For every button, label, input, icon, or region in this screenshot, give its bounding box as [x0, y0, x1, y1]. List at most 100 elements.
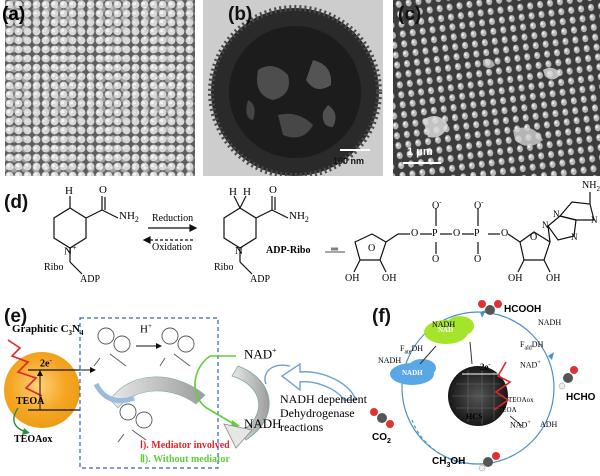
fatedh-text: F: [400, 344, 405, 353]
panel-label-b: (b): [228, 4, 253, 25]
n-plus-left: N+: [64, 243, 76, 258]
sem-image-a: [5, 0, 195, 176]
p-2: P: [474, 228, 480, 239]
nad-right-label: NAD+: [520, 360, 541, 370]
nh2-adenine-sub: 2: [596, 185, 600, 193]
nad-right-text: NAD: [520, 360, 538, 370]
minus-sign-1: -: [439, 198, 442, 206]
ribo-right: Ribo: [214, 262, 234, 273]
o-double-1: O: [432, 254, 440, 265]
adh-label: ADH: [540, 420, 558, 429]
dependent-line3: reactions: [280, 420, 324, 434]
panel-label-a: (a): [2, 4, 26, 25]
dehydrogenase-text: NADH dependent Dehydrogenase reactions: [280, 392, 367, 434]
nh2-adenine-text: NH: [582, 180, 597, 191]
o-right: O: [269, 184, 277, 196]
nadh-label-e: NADH: [244, 416, 282, 431]
co2-sub: 2: [387, 438, 391, 445]
nh2-left: NH2: [119, 210, 139, 224]
nadh-label-left: NADH: [378, 356, 402, 365]
nad-right-sign: +: [537, 360, 541, 366]
graphitic-text: Graphitic C: [12, 323, 69, 335]
fatedh-sub: ate: [404, 349, 412, 356]
h-atom-right-1: H: [229, 186, 237, 198]
reduction-label: Reduction: [152, 213, 194, 224]
p-1: P: [432, 228, 438, 239]
teoa-label-e: TEOA: [16, 396, 45, 407]
o-bridge-2: O: [453, 228, 461, 239]
fatedh-tail: DH: [411, 344, 424, 353]
panel-f-diagram: [370, 300, 578, 472]
nad-reaction-scheme: [53, 192, 595, 275]
o-minus-2-text: O: [474, 200, 482, 212]
graphitic-n: N: [72, 323, 80, 335]
light-zigzag: [7, 339, 43, 397]
scale-bar-label-b: 100 nm: [333, 156, 365, 166]
nadh-label-tr: NADH: [538, 318, 562, 327]
faldh-label: FaldDH: [520, 340, 543, 352]
without-mediator-label: Ⅱ). Without mediator: [140, 454, 230, 465]
h-plus-text: H: [140, 323, 148, 336]
o-bridge-1: O: [411, 228, 419, 239]
hcho-label: HCHO: [566, 392, 596, 403]
graphitic-sub-3: 3: [68, 329, 73, 338]
nad-right2-sign: +: [527, 420, 531, 426]
adp-left: ADP: [80, 274, 101, 285]
electrons-label-e: 2e-: [40, 356, 52, 369]
electrons-f-text: 2e: [480, 362, 489, 372]
electrons-label-f: 2e-: [480, 362, 491, 372]
teoaox-label-e: TEOAox: [14, 434, 53, 445]
co2-text: CO: [372, 432, 387, 443]
o-bridge-3: O: [501, 228, 509, 239]
nad-plus-e-text: NAD: [244, 346, 273, 362]
fatedh-label: FateDH: [400, 344, 423, 356]
dependent-line1: NADH dependent: [280, 392, 367, 406]
n-right: N: [235, 245, 243, 257]
hcooh-label: HCOOH: [504, 304, 542, 315]
ch3oh-sub: 3: [446, 462, 451, 469]
ch3oh-label: CH3OH: [432, 456, 465, 469]
scale-bar-b: [340, 149, 370, 151]
minus-sign-2: -: [481, 198, 484, 206]
panel-label-e: (e): [4, 306, 28, 327]
sem-image-c: 1 μm: [393, 0, 600, 176]
oh-3: OH: [508, 273, 523, 284]
scale-bar-label-c: 1 μm: [407, 146, 433, 158]
o-left: O: [99, 184, 107, 196]
ch3oh-text: CH: [432, 456, 447, 467]
nad-right2-text: NAD: [510, 420, 528, 430]
nh2-right: NH2: [289, 210, 309, 224]
o-ring-2: O: [530, 232, 538, 243]
nh2-right-sub: 2: [304, 215, 309, 225]
nad-green-label: NAD: [438, 326, 454, 334]
electron-sign-e: -: [49, 356, 52, 364]
nanorod-array-texture: [393, 0, 600, 176]
teoa-label-f: TEOA: [498, 406, 517, 414]
nad-plus-e-sign: +: [272, 346, 277, 355]
n-plus-text: N: [64, 245, 72, 258]
nanoparticle-texture: [5, 0, 195, 176]
faldh-tail: DH: [531, 340, 544, 349]
panel-e-diagram: [4, 317, 358, 469]
tem-image-b: 100 nm: [203, 0, 383, 176]
electron-sign-f: -: [488, 362, 491, 368]
o-ring-1: O: [368, 243, 376, 254]
equals-sign: ═: [331, 244, 339, 255]
graphitic-c3n4-label: Graphitic C3N4: [12, 323, 83, 337]
hcs-label: HCS: [466, 412, 483, 421]
co2-label: CO2: [372, 432, 391, 445]
c3n4-particle: [4, 352, 80, 428]
mediator-box: [79, 317, 219, 469]
nh2-left-text: NH: [119, 210, 135, 222]
panel-label-c: (c): [398, 4, 422, 25]
nh2-adenine: NH2: [582, 180, 600, 193]
nh2-left-sub: 2: [134, 215, 139, 225]
plus-sign: +: [71, 243, 77, 252]
mediator-involved-label: Ⅰ). Mediator involved: [140, 440, 230, 451]
nadh-label-tl: NADH: [432, 320, 456, 329]
nadh-blue-label: NADH: [402, 369, 423, 377]
o-minus-1-text: O: [432, 200, 440, 212]
oh-2: OH: [382, 273, 397, 284]
oh-1: OH: [345, 273, 360, 284]
n-a3: N: [591, 215, 598, 225]
